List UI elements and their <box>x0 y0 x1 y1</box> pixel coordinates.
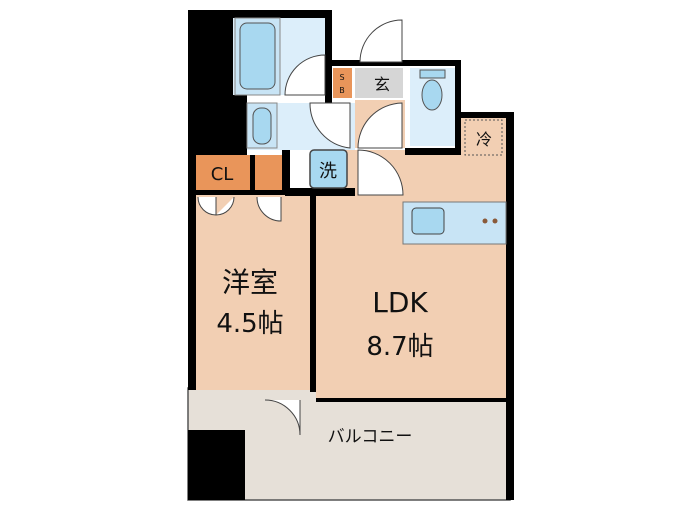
sink-basin <box>252 107 272 145</box>
stove-burner <box>492 218 498 224</box>
ldk-door <box>357 149 404 196</box>
wall-partition <box>310 196 316 392</box>
wall-genkan-top <box>325 60 461 66</box>
toilet-tank <box>419 69 446 79</box>
stove-burner <box>482 218 488 224</box>
bathtub-basin <box>239 22 276 90</box>
balcony-label: バルコニー <box>328 427 413 447</box>
wall-bath-right <box>325 10 332 105</box>
entrance-label: 玄 <box>374 75 390 94</box>
balcony-door <box>264 399 301 436</box>
wall-top <box>188 10 332 18</box>
entrance <box>355 68 403 98</box>
wall-left <box>188 150 196 390</box>
wall-closet-bottom <box>196 190 286 195</box>
shoe-box <box>333 68 352 98</box>
ldk-size: 8.7帖 <box>366 332 433 362</box>
storage <box>255 155 282 190</box>
shoe-box-label-b: B <box>339 86 345 95</box>
western-room-name: 洋室 <box>222 266 278 299</box>
wall-block <box>188 430 245 500</box>
ldk-upper <box>455 115 506 155</box>
shoe-box-label-s: S <box>339 73 344 82</box>
wall-ldk-bottom <box>316 398 510 402</box>
wall-right <box>506 112 514 500</box>
wall-toilet-right <box>455 60 461 155</box>
hall-door <box>357 102 403 149</box>
wall-divider2 <box>282 150 290 195</box>
fridge-label: 冷 <box>476 130 492 149</box>
wall-mid <box>233 95 247 155</box>
closet-door <box>197 196 282 222</box>
wall-left-block <box>188 10 233 155</box>
wall-top-right <box>455 112 514 118</box>
wash-door <box>309 102 351 149</box>
wall-wash-bottom <box>285 188 355 196</box>
bath-door <box>284 54 326 96</box>
western-room-size: 4.5帖 <box>216 309 283 339</box>
entrance-door <box>359 19 403 63</box>
toilet-bowl <box>421 79 443 111</box>
wall-ldk-top <box>405 148 461 155</box>
washer-pan <box>309 149 348 189</box>
kitchen-sink <box>411 207 445 235</box>
closet-label: CL <box>211 164 234 185</box>
western-room <box>196 195 310 390</box>
closet <box>196 155 250 190</box>
ldk-name: LDK <box>372 286 428 319</box>
wall-divider <box>250 155 255 195</box>
washer-label: 洗 <box>319 161 337 182</box>
